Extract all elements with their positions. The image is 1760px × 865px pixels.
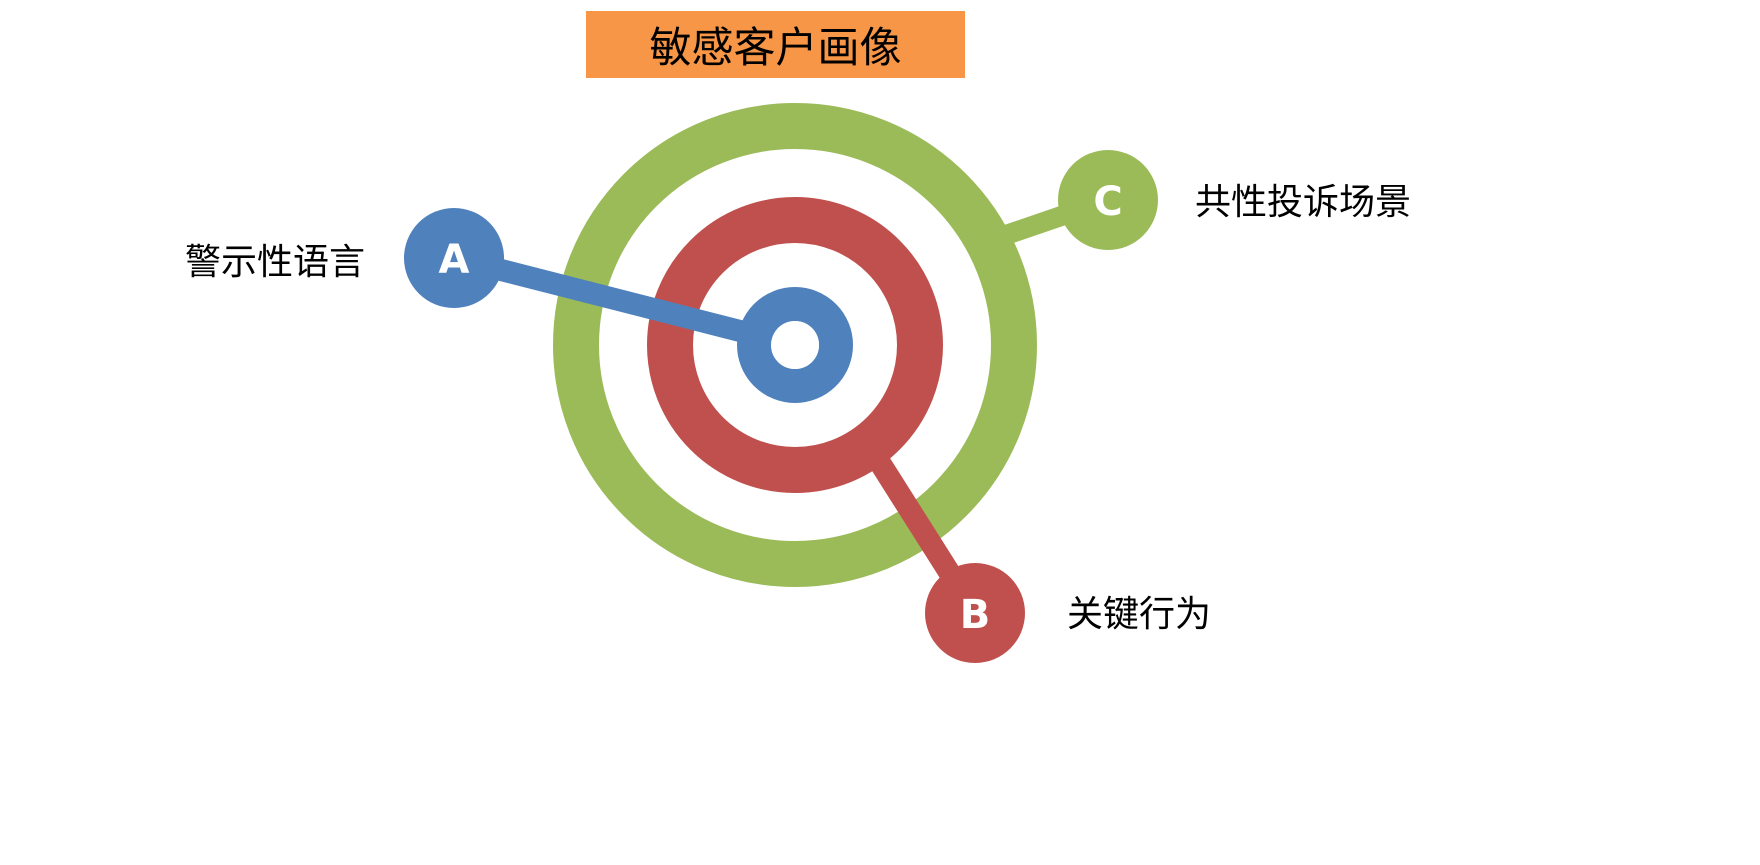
node-a-letter: A xyxy=(439,237,470,283)
node-b-letter: B xyxy=(960,592,991,638)
diagram-title: 敏感客户画像 xyxy=(586,11,965,78)
node-a: A xyxy=(404,208,504,308)
label-c: 共性投诉场景 xyxy=(1195,182,1412,223)
inner-ring-blue xyxy=(737,287,853,403)
outer-ring-green xyxy=(553,103,1037,587)
node-b: B xyxy=(925,563,1025,663)
connector-a xyxy=(451,247,798,356)
middle-ring-red xyxy=(647,197,943,493)
inner-ring-hole xyxy=(771,321,819,369)
label-a: 警示性语言 xyxy=(185,242,366,283)
node-c: C xyxy=(1058,150,1158,250)
node-c-letter: C xyxy=(1093,179,1122,225)
label-b: 关键行为 xyxy=(1067,594,1212,635)
